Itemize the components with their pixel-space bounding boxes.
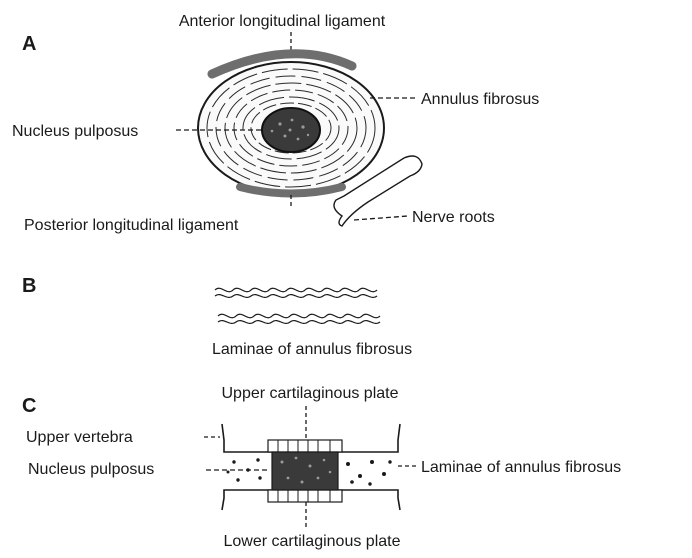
upper-vertebra-label: Upper vertebra	[26, 429, 133, 446]
laminae-label-c: Laminae of annulus fibrosus	[421, 459, 621, 476]
lower-cartilaginous-plate	[268, 490, 342, 502]
nerve-roots-leader	[354, 216, 408, 220]
nucleus-pulposus-label-c: Nucleus pulposus	[28, 461, 154, 478]
upper-plate-label: Upper cartilaginous plate	[222, 385, 399, 402]
panel-b: B Laminae of annulus fibrosus	[22, 275, 412, 358]
nucleus-pulposus-c	[272, 452, 338, 490]
nerve-roots-label: Nerve roots	[412, 209, 495, 226]
panel-b-letter: B	[22, 275, 36, 297]
posterior-ligament-label: Posterior longitudinal ligament	[24, 217, 239, 234]
annulus-fibrosus-label: Annulus fibrosus	[421, 91, 539, 108]
anterior-ligament-label: Anterior longitudinal ligament	[179, 13, 386, 30]
panel-a-letter: A	[22, 33, 36, 55]
panel-c: C Upper cartilaginous plate	[22, 385, 621, 550]
laminae-strips	[215, 288, 380, 323]
panel-c-letter: C	[22, 395, 36, 417]
lower-plate-label: Lower cartilaginous plate	[224, 533, 401, 550]
laminae-label-b: Laminae of annulus fibrosus	[212, 341, 412, 358]
nucleus-pulposus-label-a: Nucleus pulposus	[12, 123, 138, 140]
upper-cartilaginous-plate	[268, 440, 342, 452]
panel-a: A Anterior longitudinal ligament Nucleus…	[12, 13, 539, 234]
